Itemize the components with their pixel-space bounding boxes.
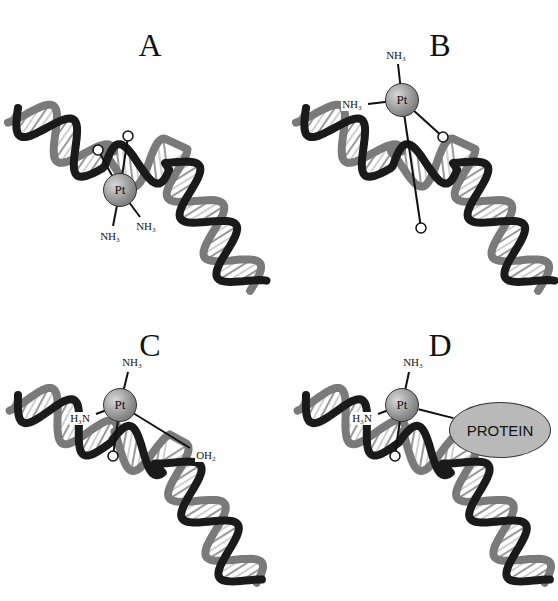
node-text: PROTEIN: [467, 422, 534, 439]
ligand-label: NH₃: [341, 98, 363, 111]
panel-letter: A: [138, 28, 161, 62]
panel-letter: D: [428, 328, 451, 362]
ligand-label: NH₃: [99, 230, 121, 243]
node-text: Pt: [397, 397, 408, 413]
node-text: Pt: [397, 92, 408, 108]
panel-letter: B: [429, 28, 450, 62]
platinum-atom: Pt: [103, 388, 137, 422]
dna-helix: [10, 388, 263, 583]
protein-ellipse: PROTEIN: [449, 402, 552, 458]
ligand-label: NH₃: [402, 356, 424, 369]
ligand-label: H₃N: [351, 412, 373, 425]
ligand-label: OH₂: [195, 449, 217, 462]
node-text: Pt: [115, 182, 126, 198]
ligand-label: NH₃: [135, 220, 157, 233]
platinum-atom: Pt: [103, 173, 137, 207]
dna-helix: [298, 388, 551, 583]
ligand-label: NH₃: [385, 49, 407, 62]
bonds: [96, 64, 443, 456]
nitrogen-atoms: [93, 131, 448, 461]
dna-helix: [296, 105, 555, 291]
platinum-atom: Pt: [385, 83, 419, 117]
dna-helix: [8, 105, 267, 291]
platinum-atom: Pt: [385, 388, 419, 422]
ligand-label: NH₃: [121, 356, 143, 369]
ligand-label: H₃N: [69, 412, 91, 425]
node-text: Pt: [115, 397, 126, 413]
bond-connector: [418, 409, 453, 418]
